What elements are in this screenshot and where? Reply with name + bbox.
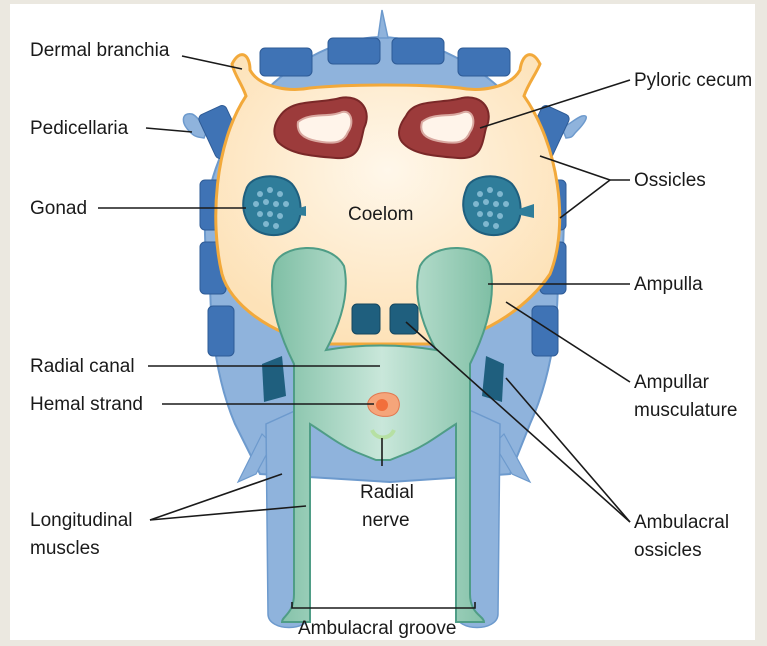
label-ampullar-musculature-line1: Ampullar	[634, 372, 710, 393]
label-ossicles: Ossicles	[634, 170, 706, 191]
label-dermal-branchia: Dermal branchia	[30, 40, 170, 61]
label-pedicellaria: Pedicellaria	[30, 118, 129, 139]
label-ampulla: Ampulla	[634, 274, 703, 295]
label-ampullar-musculature-line2: musculature	[634, 400, 738, 421]
label-longitudinal-muscles-line2: muscles	[30, 538, 100, 559]
label-ambulacral-ossicles-line1: Ambulacral	[634, 512, 729, 533]
sea-star-arm-cross-section: Dermal branchia Pedicellaria Gonad Coelo…	[10, 4, 755, 640]
ossicle	[208, 306, 234, 356]
ossicle	[328, 38, 380, 64]
ossicle	[532, 306, 558, 356]
label-longitudinal-muscles-line1: Longitudinal	[30, 510, 132, 531]
label-pyloric-cecum: Pyloric cecum	[634, 70, 752, 91]
ossicle	[458, 48, 510, 76]
label-radial-canal: Radial canal	[30, 356, 135, 377]
diagram-frame: Dermal branchia Pedicellaria Gonad Coelo…	[10, 4, 755, 640]
label-ambulacral-ossicles-line2: ossicles	[634, 540, 702, 561]
ossicle	[260, 48, 312, 76]
label-gonad: Gonad	[30, 198, 87, 219]
label-ambulacral-groove: Ambulacral groove	[298, 618, 456, 639]
label-radial-nerve-line1: Radial	[360, 482, 414, 503]
label-coelom: Coelom	[348, 204, 413, 225]
label-hemal-strand: Hemal strand	[30, 394, 143, 415]
ossicle	[392, 38, 444, 64]
label-radial-nerve-line2: nerve	[362, 510, 410, 531]
